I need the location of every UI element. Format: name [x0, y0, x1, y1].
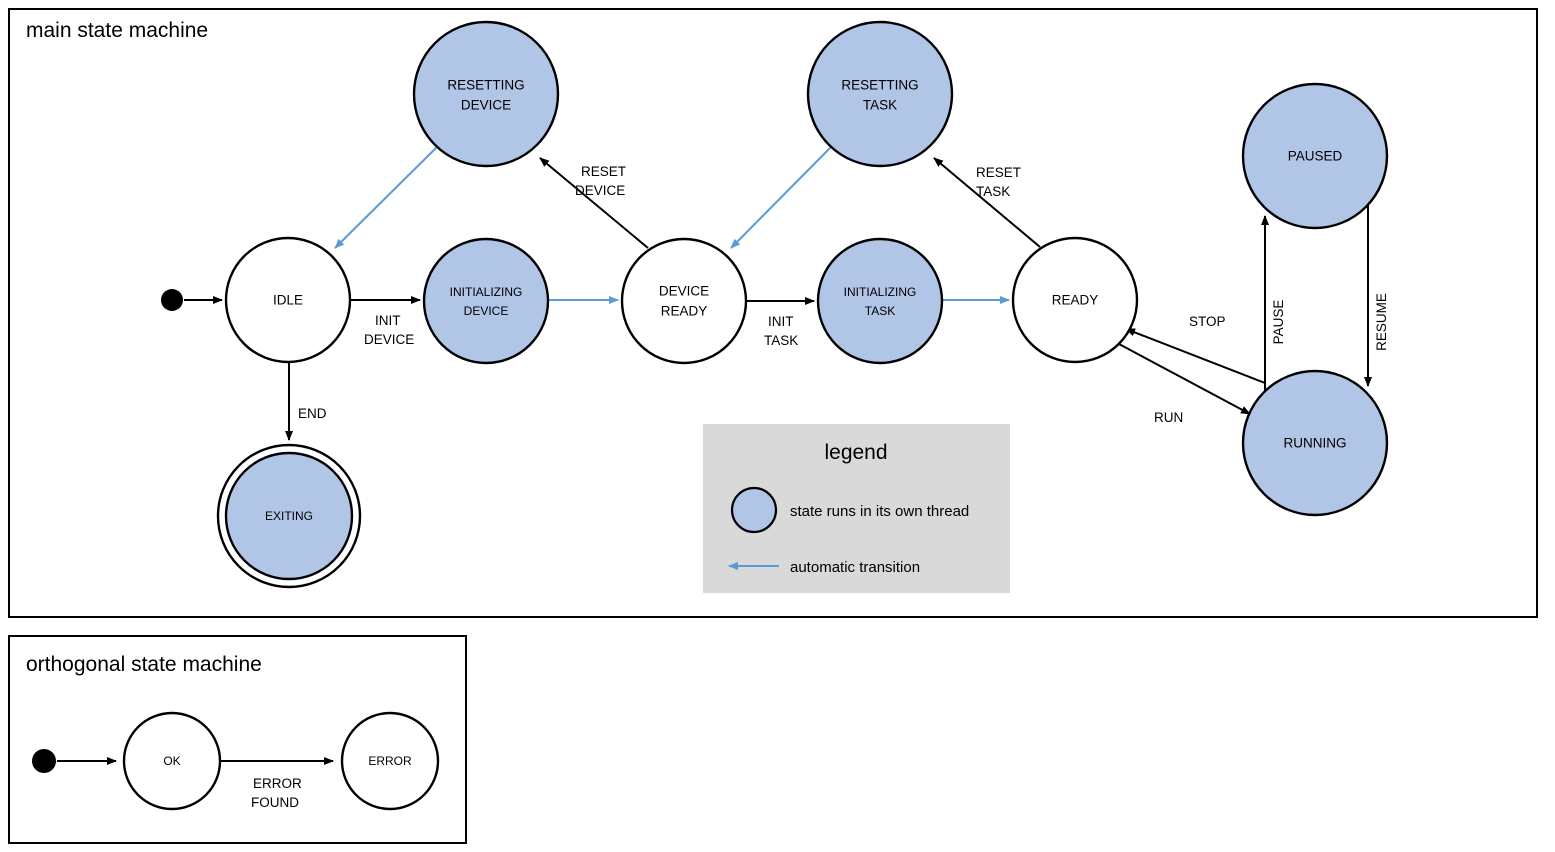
- state-initializing-task-label-line2: TASK: [865, 304, 895, 318]
- edge-label-reset-device-line1: RESET: [581, 164, 626, 179]
- state-initializing-device-label-line2: DEVICE: [464, 304, 509, 318]
- state-device-ready[interactable]: DEVICE READY: [620, 237, 748, 365]
- state-resetting-device-label-line1: RESETTING: [447, 78, 524, 93]
- edge-running-to-ready: [1125, 328, 1266, 384]
- state-resetting-device-circle[interactable]: [412, 20, 560, 168]
- edge-device-ready-to-resetting-device: [539, 157, 649, 249]
- edge-label-pause: PAUSE: [1271, 300, 1286, 345]
- state-initializing-task[interactable]: INITIALIZING TASK: [816, 237, 944, 365]
- state-resetting-task-label-line2: TASK: [863, 98, 897, 113]
- edge-label-stop: STOP: [1189, 314, 1226, 329]
- edge-label-error-found-line2: FOUND: [251, 795, 299, 810]
- state-resetting-task[interactable]: RESETTING TASK: [806, 20, 954, 168]
- legend-item-automatic-transition-label: automatic transition: [790, 559, 920, 576]
- edge-label-init-task-line2: TASK: [764, 333, 798, 348]
- edge-label-init-task-line1: INIT: [768, 314, 794, 329]
- edge-label-run: RUN: [1154, 410, 1183, 425]
- state-ready-circle[interactable]: [1011, 236, 1139, 364]
- state-exiting-label: EXITING: [265, 509, 313, 523]
- state-running[interactable]: RUNNING: [1241, 369, 1389, 517]
- edge-resetting-device-to-idle: [334, 146, 438, 249]
- legend: legend state runs in its own thread auto…: [703, 424, 1010, 593]
- state-running-label: RUNNING: [1284, 436, 1347, 451]
- state-resetting-device-label-line2: DEVICE: [461, 98, 511, 113]
- edge-resetting-task-to-device-ready: [730, 146, 832, 249]
- state-ready[interactable]: READY: [1011, 236, 1139, 364]
- state-paused[interactable]: PAUSED: [1241, 82, 1389, 230]
- state-initializing-task-circle[interactable]: [816, 237, 944, 365]
- state-resetting-task-label-line1: RESETTING: [841, 78, 918, 93]
- orthogonal-panel-title: orthogonal state machine: [26, 653, 262, 676]
- state-running-circle[interactable]: [1241, 369, 1389, 517]
- state-idle-circle[interactable]: [224, 236, 352, 364]
- edge-label-init-device-line2: DEVICE: [364, 332, 414, 347]
- state-idle-label: IDLE: [273, 293, 303, 308]
- orthogonal-panel-frame: [8, 635, 467, 844]
- edge-label-end: END: [298, 406, 327, 421]
- state-ready-label: READY: [1052, 293, 1099, 308]
- edge-label-reset-device-line2: DEVICE: [575, 183, 625, 198]
- state-idle[interactable]: IDLE: [224, 236, 352, 364]
- state-exiting-circle[interactable]: [224, 451, 354, 581]
- state-exiting[interactable]: EXITING: [216, 443, 362, 589]
- state-ok-label: OK: [163, 754, 180, 768]
- edge-ready-to-resetting-task: [933, 157, 1041, 248]
- state-device-ready-label-line1: DEVICE: [659, 284, 709, 299]
- initial-pseudostate-orthogonal: [32, 749, 56, 773]
- initial-pseudostate-main: [161, 289, 183, 311]
- legend-item-threaded-state-label: state runs in its own thread: [790, 503, 969, 520]
- state-exiting-outer-ring: [216, 443, 362, 589]
- state-device-ready-label-line2: READY: [661, 304, 708, 319]
- edge-label-init-device-line1: INIT: [375, 313, 401, 328]
- state-ok[interactable]: OK: [122, 711, 222, 811]
- state-ok-circle[interactable]: [122, 711, 222, 811]
- main-panel-title: main state machine: [26, 19, 208, 42]
- state-error-circle[interactable]: [340, 711, 440, 811]
- edge-label-reset-task-line2: TASK: [976, 184, 1010, 199]
- legend-title: legend: [824, 441, 887, 464]
- edge-label-reset-task-line1: RESET: [976, 165, 1021, 180]
- state-device-ready-circle[interactable]: [620, 237, 748, 365]
- edge-ready-to-running: [1118, 343, 1251, 415]
- state-initializing-task-label-line1: INITIALIZING: [844, 285, 917, 299]
- state-initializing-device[interactable]: INITIALIZING DEVICE: [422, 237, 550, 365]
- main-panel-frame: [8, 8, 1538, 618]
- legend-threaded-state-swatch: [730, 486, 778, 534]
- edge-label-resume: RESUME: [1374, 293, 1389, 351]
- state-resetting-task-circle[interactable]: [806, 20, 954, 168]
- state-paused-label: PAUSED: [1288, 149, 1343, 164]
- state-error-label: ERROR: [368, 754, 412, 768]
- state-initializing-device-label-line1: INITIALIZING: [450, 285, 523, 299]
- state-paused-circle[interactable]: [1241, 82, 1389, 230]
- state-error[interactable]: ERROR: [340, 711, 440, 811]
- state-initializing-device-circle[interactable]: [422, 237, 550, 365]
- state-resetting-device[interactable]: RESETTING DEVICE: [412, 20, 560, 168]
- edge-label-error-found-line1: ERROR: [253, 776, 302, 791]
